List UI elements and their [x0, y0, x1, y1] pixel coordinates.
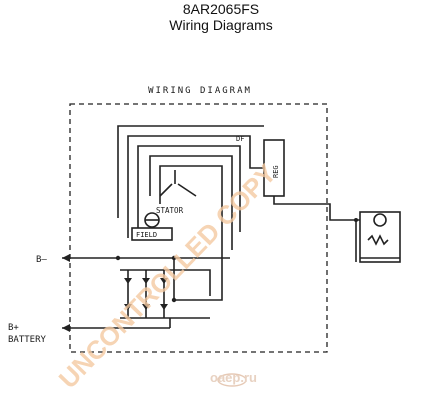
field-loop-c	[159, 165, 223, 262]
part-number: 8AR2065FS	[182, 1, 260, 17]
b-minus-arrow	[62, 254, 70, 262]
resistor	[367, 234, 389, 246]
lamp-network	[359, 211, 401, 263]
logo-text: oaep.ru	[210, 370, 257, 385]
stator-label: STATOR	[156, 206, 184, 215]
uncontrolled-copy-watermark: UNCONTROLLED COPY	[53, 158, 282, 394]
rectifier-bus-top	[120, 269, 211, 296]
field-loop-b	[149, 155, 233, 250]
field-label: FIELD	[136, 231, 157, 239]
field-box	[131, 227, 173, 241]
b-plus-arrow	[62, 324, 70, 332]
alternator-enclosure	[69, 103, 328, 353]
b-minus-label: B–	[36, 255, 47, 265]
reg-label: REG	[272, 165, 280, 178]
df-label: DF	[236, 135, 244, 143]
reg-output-wire	[273, 196, 360, 221]
diodes	[62, 218, 358, 332]
df-wire	[117, 125, 264, 218]
oaep-logo: oaep.ru	[210, 370, 257, 387]
wiring-lines	[62, 125, 401, 329]
stator-winding-1	[159, 183, 173, 197]
diagram-title: WIRING DIAGRAM	[148, 86, 252, 96]
page-subtitle: Wiring Diagrams	[169, 17, 273, 33]
title-block: 8AR2065FS Wiring Diagrams	[0, 0, 442, 34]
stator-winding-2	[177, 183, 197, 197]
b-plus-label: B+	[8, 323, 19, 333]
indicator-lamp	[373, 213, 387, 227]
field-loop-a	[137, 145, 241, 232]
reg-wire	[127, 135, 264, 238]
battery-label: BATTERY	[8, 335, 47, 345]
